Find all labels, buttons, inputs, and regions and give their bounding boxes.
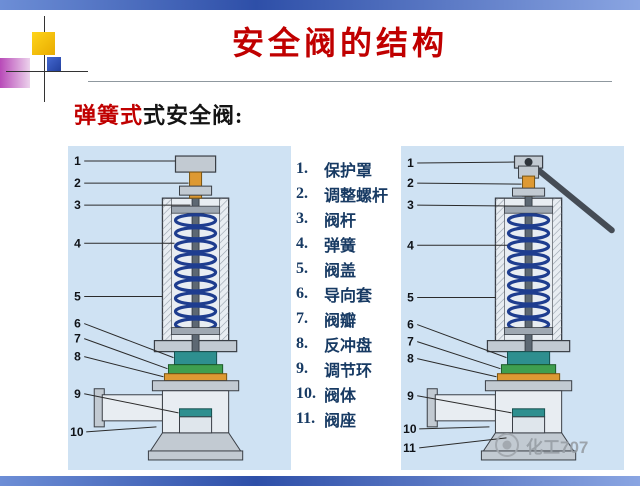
legend-item-label: 阀座	[324, 412, 357, 430]
legend-item-label: 阀杆	[324, 212, 357, 230]
callout-2: 2	[74, 176, 81, 190]
legend-item-label: 导向套	[324, 287, 373, 305]
callout-8: 8	[407, 352, 414, 366]
legend-item: 9. 调节环	[296, 356, 400, 381]
callout-5: 5	[407, 290, 414, 304]
legend-item-label: 阀盖	[324, 262, 357, 280]
callout-lines	[417, 161, 524, 449]
callout-1: 1	[407, 156, 414, 170]
legend-item-number: 9.	[296, 359, 308, 377]
valve-seat	[511, 416, 546, 434]
protective-cap	[174, 155, 217, 173]
callout-3: 3	[74, 198, 81, 212]
legend-item: 1. 保护罩	[296, 156, 400, 181]
legend-item-label: 调整螺杆	[324, 187, 389, 205]
legend-item-number: 7.	[296, 309, 308, 327]
callout-4: 4	[74, 236, 81, 250]
slide-subtitle: 弹簧式式安全阀:	[74, 98, 243, 130]
callout-9: 9	[407, 389, 414, 403]
watermark-logo-icon	[495, 433, 519, 457]
legend-item-number: 4.	[296, 234, 308, 252]
valve-disc	[167, 364, 224, 375]
guide-sleeve	[506, 351, 551, 366]
callout-numbers: 1 2 3 4 5 6 7 8 9 10 11	[403, 156, 417, 455]
guide-sleeve	[173, 351, 218, 366]
deco-yellow-square	[32, 32, 55, 55]
deco-magenta-square	[0, 58, 30, 88]
recoil-disc	[163, 373, 228, 382]
parts-legend: 1. 保护罩 2. 调整螺杆 3. 阀杆 4. 弹簧 5. 阀盖 6. 导向套 …	[296, 156, 400, 431]
deco-crosshair-hline	[6, 71, 88, 72]
bottom-border-bar	[0, 476, 640, 486]
callout-6: 6	[74, 317, 81, 331]
legend-item-number: 2.	[296, 184, 308, 202]
recoil-disc	[496, 373, 561, 382]
legend-item: 7. 阀瓣	[296, 306, 400, 331]
legend-item-number: 5.	[296, 259, 308, 277]
callout-9: 9	[74, 387, 81, 401]
watermark: 化工707	[494, 430, 588, 460]
callout-3: 3	[407, 198, 414, 212]
callout-6: 6	[407, 318, 414, 332]
adjusting-ring	[178, 408, 213, 418]
watermark-text: 化工707	[526, 437, 589, 457]
spring	[171, 205, 221, 335]
deco-blue-square	[47, 57, 61, 71]
right-valve-diagram-panel: 1 2 3 4 5 6 7 8 9 10 11	[401, 146, 624, 470]
legend-item-number: 8.	[296, 334, 308, 352]
legend-item-label: 反冲盘	[324, 337, 373, 355]
callout-10: 10	[403, 422, 417, 436]
legend-item-number: 6.	[296, 284, 308, 302]
subtitle-dark-text: 式安全阀:	[143, 103, 244, 128]
legend-item: 10. 阀体	[296, 381, 400, 406]
legend-item: 5. 阀盖	[296, 256, 400, 281]
callout-7: 7	[74, 332, 81, 346]
page-title: 安全阀的结构	[231, 25, 448, 61]
valve-body	[93, 380, 244, 461]
subtitle-red-text: 弹簧式	[74, 103, 144, 128]
valve-disc	[500, 364, 557, 375]
legend-item: 3. 阀杆	[296, 206, 400, 231]
legend-item-label: 调节环	[324, 362, 373, 380]
callout-4: 4	[407, 238, 414, 252]
adjusting-ring	[511, 408, 546, 418]
legend-item-label: 阀体	[324, 387, 357, 405]
legend-item: 2. 调整螺杆	[296, 181, 400, 206]
valve-seat	[178, 416, 213, 434]
right-valve-illustration: 1 2 3 4 5 6 7 8 9 10 11	[403, 155, 615, 461]
callout-7: 7	[407, 335, 414, 349]
spring	[504, 205, 554, 335]
legend-item-number: 3.	[296, 209, 308, 227]
adjusting-screw	[511, 175, 546, 197]
legend-item-number: 10.	[296, 384, 316, 402]
legend-item-label: 弹簧	[324, 237, 357, 255]
legend-item: 6. 导向套	[296, 281, 400, 306]
callout-2: 2	[407, 176, 414, 190]
lift-lever	[513, 155, 615, 234]
legend-item-number: 1.	[296, 159, 308, 177]
callout-lines	[84, 160, 191, 433]
callout-numbers: 1 2 3 4 5 6 7 8 9 10	[70, 154, 84, 439]
callout-8: 8	[74, 350, 81, 364]
legend-item-label: 阀瓣	[324, 312, 357, 330]
callout-1: 1	[74, 154, 81, 168]
legend-item: 11. 阀座	[296, 406, 400, 431]
deco-crosshair-vline	[44, 16, 45, 102]
top-border-bar	[0, 0, 640, 10]
callout-11: 11	[403, 441, 416, 455]
legend-item-number: 11.	[296, 409, 316, 427]
left-valve-diagram-panel: 1 2 3 4 5 6 7 8 9 10	[68, 146, 291, 470]
legend-item-label: 保护罩	[324, 162, 373, 180]
legend-item: 8. 反冲盘	[296, 331, 400, 356]
callout-5: 5	[74, 289, 81, 303]
title-divider	[88, 81, 612, 82]
callout-10: 10	[70, 425, 84, 439]
legend-item: 4. 弹簧	[296, 231, 400, 256]
left-valve-illustration: 1 2 3 4 5 6 7 8 9 10	[70, 154, 244, 461]
adjusting-screw	[178, 171, 213, 199]
